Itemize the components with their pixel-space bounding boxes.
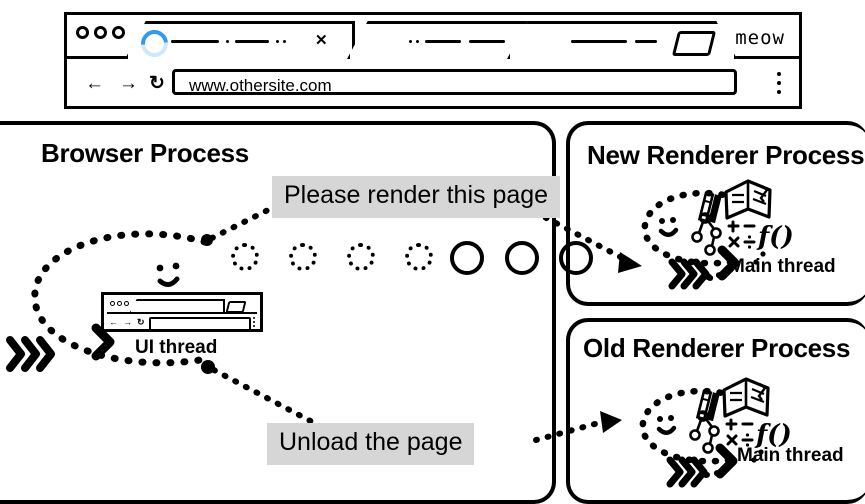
window-controls[interactable] [76, 26, 125, 39]
old-renderer-process-title: Old Renderer Process [583, 333, 851, 363]
brand-label: meow [735, 27, 785, 49]
old-renderer-main-thread-label: Main thread [737, 445, 844, 466]
browser-window: ✕ ✕ ✕ meow ← → ↻ [64, 12, 802, 109]
progress-circle-6 [505, 241, 539, 275]
new-renderer-main-thread-label: Main thread [729, 256, 836, 277]
ui-thread-browser-icon: ← → ↻ [101, 292, 263, 332]
new-tab-button[interactable] [671, 31, 717, 56]
message-unload-page: Unload the page [267, 423, 475, 465]
message-render-page: Please render this page [272, 176, 561, 218]
progress-circle-2 [289, 243, 317, 271]
progress-circle-7 [559, 241, 593, 275]
forward-icon[interactable]: → [119, 73, 138, 94]
ui-thread-label: UI thread [135, 337, 218, 358]
progress-circle-1 [231, 243, 259, 271]
navigation-bar: ← → ↻ www.othersite.com [67, 59, 799, 109]
progress-circle-4 [405, 243, 433, 271]
address-bar[interactable]: www.othersite.com [172, 69, 737, 95]
tab-strip: ✕ ✕ ✕ meow [67, 15, 799, 63]
tab-close-icon-1[interactable]: ✕ [315, 32, 328, 49]
new-renderer-process-title: New Renderer Process [587, 140, 865, 170]
reload-icon[interactable]: ↻ [149, 73, 165, 94]
progress-circle-3 [347, 243, 375, 271]
window-minimize-icon[interactable] [94, 26, 107, 39]
url-text: www.othersite.com [189, 76, 332, 95]
window-maximize-icon[interactable] [112, 26, 125, 39]
browser-menu-icon[interactable] [777, 72, 781, 99]
browser-process-title: Browser Process [41, 138, 249, 168]
progress-circle-5 [450, 241, 484, 275]
browser-tab-1[interactable]: ✕ [125, 21, 355, 63]
window-close-icon[interactable] [76, 26, 89, 39]
back-icon[interactable]: ← [85, 73, 104, 94]
